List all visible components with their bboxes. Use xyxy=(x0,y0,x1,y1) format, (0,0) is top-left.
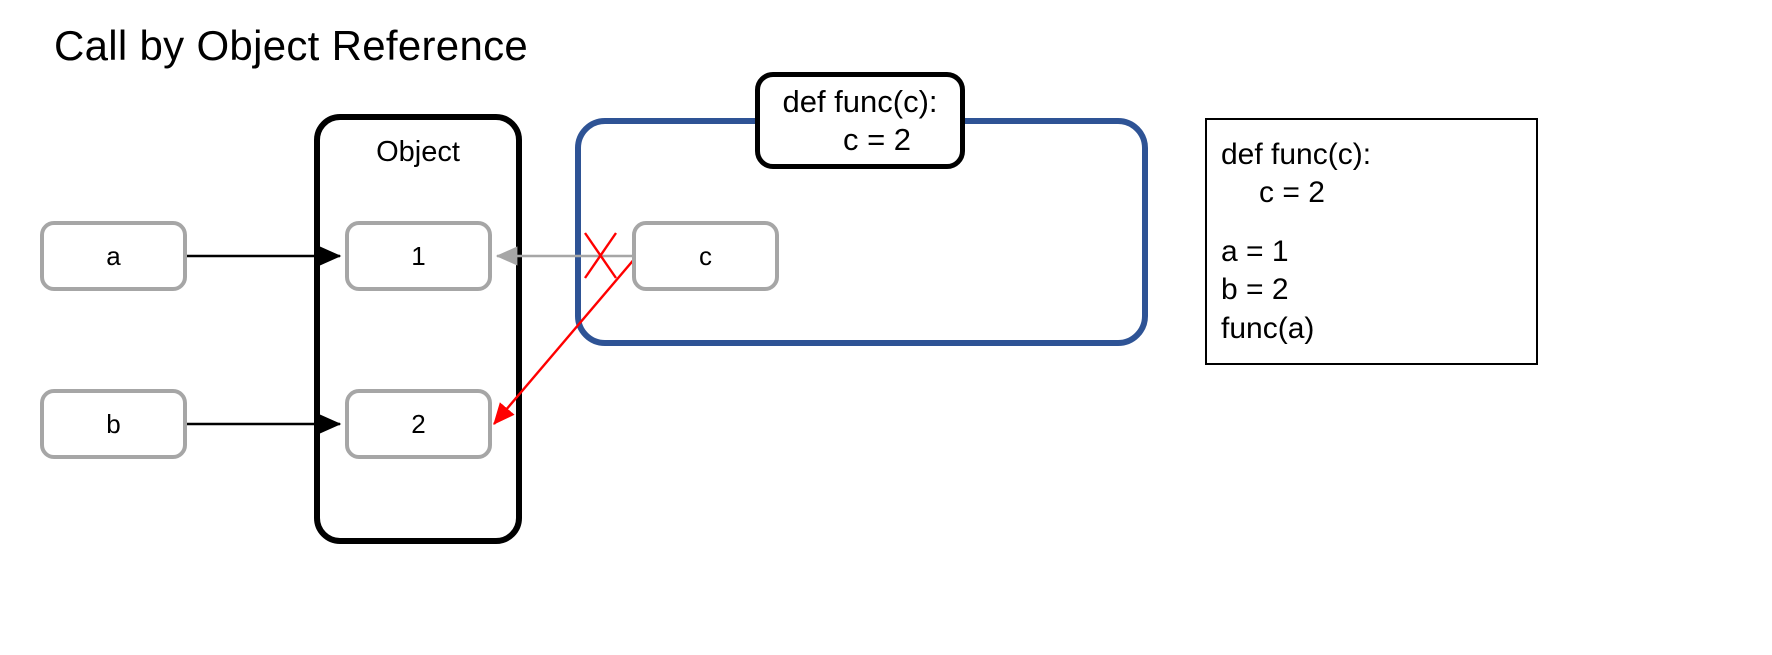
local-variable-box-c[interactable]: c xyxy=(632,221,779,291)
code-line-2: c = 2 xyxy=(1259,176,1325,210)
variable-box-a-label: a xyxy=(106,240,121,271)
local-variable-box-c-label: c xyxy=(699,240,712,271)
red-x-mark xyxy=(584,232,617,279)
c-rebinds-to-2-arrow xyxy=(493,256,637,425)
value-box-2[interactable]: 2 xyxy=(345,389,492,459)
value-box-1[interactable]: 1 xyxy=(345,221,492,291)
code-line-1: def func(c): xyxy=(1221,138,1372,171)
function-header-box: def func(c): c = 2 xyxy=(755,72,965,169)
value-box-1-label: 1 xyxy=(411,240,426,271)
source-code-panel: def func(c): c = 2 a = 1 b = 2 func(a) xyxy=(1205,118,1538,365)
code-line-5: b = 2 xyxy=(1221,273,1289,307)
code-line-4: a = 1 xyxy=(1221,234,1289,268)
variable-box-a[interactable]: a xyxy=(40,221,187,291)
variable-box-b[interactable]: b xyxy=(40,389,187,459)
function-header-line-1: def func(c): xyxy=(782,83,938,119)
object-container xyxy=(314,114,522,544)
page-title: Call by Object Reference xyxy=(54,22,529,69)
value-box-2-label: 2 xyxy=(411,408,426,439)
variable-box-b-label: b xyxy=(106,408,121,439)
function-header-line-2: c = 2 xyxy=(842,121,912,157)
object-container-label: Object xyxy=(376,136,460,168)
code-line-6: func(a) xyxy=(1221,311,1315,345)
code-line-3 xyxy=(1221,213,1536,233)
